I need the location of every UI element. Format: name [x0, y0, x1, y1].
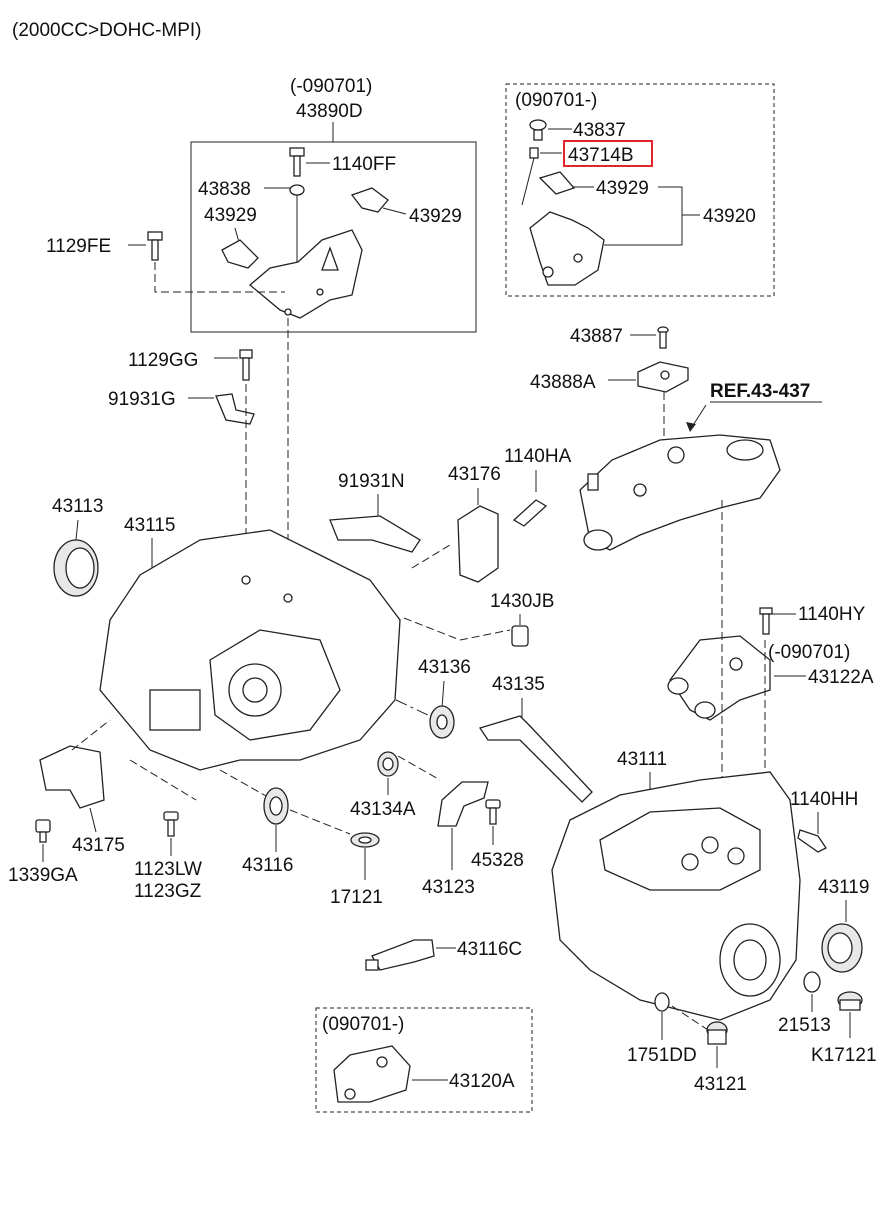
group-date-left: (-090701)	[290, 76, 372, 97]
label-1430JB[interactable]: 1430JB	[490, 591, 554, 612]
nut-43838-icon	[289, 184, 305, 196]
oil-seal-43119-icon	[821, 923, 863, 973]
label-43714B[interactable]: 43714B	[568, 145, 634, 166]
transaxle-case-43111-icon	[551, 771, 801, 1021]
bolt-1140FF-icon	[289, 147, 305, 177]
group-code-43890D[interactable]: 43890D	[296, 101, 363, 122]
label-43122A[interactable]: 43122A	[808, 667, 874, 688]
label-43176[interactable]: 43176	[448, 464, 501, 485]
bolt-1129GG-icon	[239, 349, 253, 381]
group-date-right: (090701-)	[515, 90, 597, 111]
label-45328[interactable]: 45328	[471, 850, 524, 871]
bolt-1123LW-icon	[163, 811, 179, 837]
label-17121[interactable]: 17121	[330, 887, 383, 908]
label-43111[interactable]: 43111	[617, 749, 667, 770]
label-1140FF[interactable]: 1140FF	[332, 154, 396, 175]
oil-seal-43113-icon	[53, 539, 99, 597]
gasket-17121-icon	[350, 832, 380, 848]
nut-1339GA-icon	[35, 819, 51, 843]
mount-bracket-43120A-icon	[333, 1045, 411, 1103]
drain-plug-43121-icon	[706, 1021, 728, 1045]
bracket-43176-icon	[457, 505, 499, 583]
shift-bracket-43920-icon	[529, 211, 605, 286]
bracket-43175-icon	[39, 745, 105, 809]
group-date-mount: (-090701)	[768, 642, 850, 663]
label-1123LW[interactable]: 1123LW	[134, 859, 202, 880]
label-43121[interactable]: 43121	[694, 1074, 747, 1095]
pin-43714B-icon	[521, 147, 539, 206]
bolt-45328-icon	[485, 799, 501, 825]
clutch-housing-43115-icon	[99, 529, 401, 771]
label-43134A[interactable]: 43134A	[350, 799, 416, 820]
bolt-1140HY-icon	[759, 607, 773, 635]
shift-control-housing-icon	[579, 434, 781, 551]
bolt-1140HH-icon	[797, 829, 827, 853]
label-43929-group[interactable]: 43929	[596, 178, 649, 199]
group-date-bottom: (090701-)	[322, 1014, 404, 1035]
label-43119[interactable]: 43119	[818, 877, 869, 898]
retainer-43123-icon	[437, 781, 489, 827]
bracket-43888A-icon	[637, 361, 689, 393]
label-43929-left[interactable]: 43929	[204, 205, 257, 226]
label-1140HH[interactable]: 1140HH	[790, 789, 858, 810]
label-43837[interactable]: 43837	[573, 120, 626, 141]
engine-spec-label: (2000CC>DOHC-MPI)	[12, 20, 202, 41]
oil-guide-43135-icon	[478, 715, 593, 803]
label-43116[interactable]: 43116	[242, 855, 293, 876]
label-43123[interactable]: 43123	[422, 877, 475, 898]
magnet-43116-icon	[263, 787, 289, 825]
mount-bracket-43122A-icon	[667, 635, 771, 721]
label-1123GZ[interactable]: 1123GZ	[134, 881, 202, 902]
ref-43-437-label[interactable]: REF.43-437	[710, 381, 810, 402]
label-43838[interactable]: 43838	[198, 179, 251, 200]
sensor-43116C-icon	[365, 939, 435, 971]
label-43135[interactable]: 43135	[492, 674, 545, 695]
group-box-43120A	[315, 1007, 533, 1113]
group-box-43920	[505, 83, 775, 297]
gasket-1751DD-icon	[654, 992, 670, 1012]
bracket-91931G-icon	[215, 393, 255, 425]
bolt-1129FE-icon	[147, 231, 163, 261]
label-43887[interactable]: 43887	[570, 326, 623, 347]
plug-K17121-icon	[837, 991, 863, 1011]
washer-43136-icon	[429, 705, 455, 739]
label-43120A[interactable]: 43120A	[449, 1071, 515, 1092]
label-1339GA[interactable]: 1339GA	[8, 865, 78, 886]
gasket-21513-icon	[803, 971, 821, 993]
label-43920[interactable]: 43920	[703, 206, 756, 227]
label-43888A[interactable]: 43888A	[530, 372, 596, 393]
bolt-1140HA-icon	[512, 499, 548, 527]
label-43115[interactable]: 43115	[124, 515, 175, 536]
label-K17121[interactable]: K17121	[811, 1045, 877, 1066]
clip-43929-icon	[538, 171, 576, 195]
seal-43134A-icon	[377, 751, 399, 777]
label-1751DD[interactable]: 1751DD	[627, 1045, 697, 1066]
dowel-1430JB-icon	[511, 625, 529, 647]
label-21513[interactable]: 21513	[778, 1015, 831, 1036]
label-43136[interactable]: 43136	[418, 657, 471, 678]
bolt-43837-icon	[529, 119, 547, 141]
label-1140HY[interactable]: 1140HY	[798, 604, 866, 625]
bracket-91931N-icon	[329, 515, 421, 553]
highlight-43714B	[563, 140, 653, 167]
label-43175[interactable]: 43175	[72, 835, 125, 856]
label-43116C[interactable]: 43116C	[457, 939, 522, 960]
label-91931G[interactable]: 91931G	[108, 389, 176, 410]
label-43929-right[interactable]: 43929	[409, 206, 462, 227]
bolt-43887-icon	[657, 326, 669, 349]
label-1129GG[interactable]: 1129GG	[128, 350, 198, 371]
label-43113[interactable]: 43113	[52, 496, 103, 517]
shift-bracket-43890D-icon	[221, 187, 389, 319]
group-box-43890D	[190, 141, 477, 333]
label-1140HA[interactable]: 1140HA	[504, 446, 572, 467]
label-91931N[interactable]: 91931N	[338, 471, 405, 492]
label-1129FE[interactable]: 1129FE	[46, 236, 111, 257]
